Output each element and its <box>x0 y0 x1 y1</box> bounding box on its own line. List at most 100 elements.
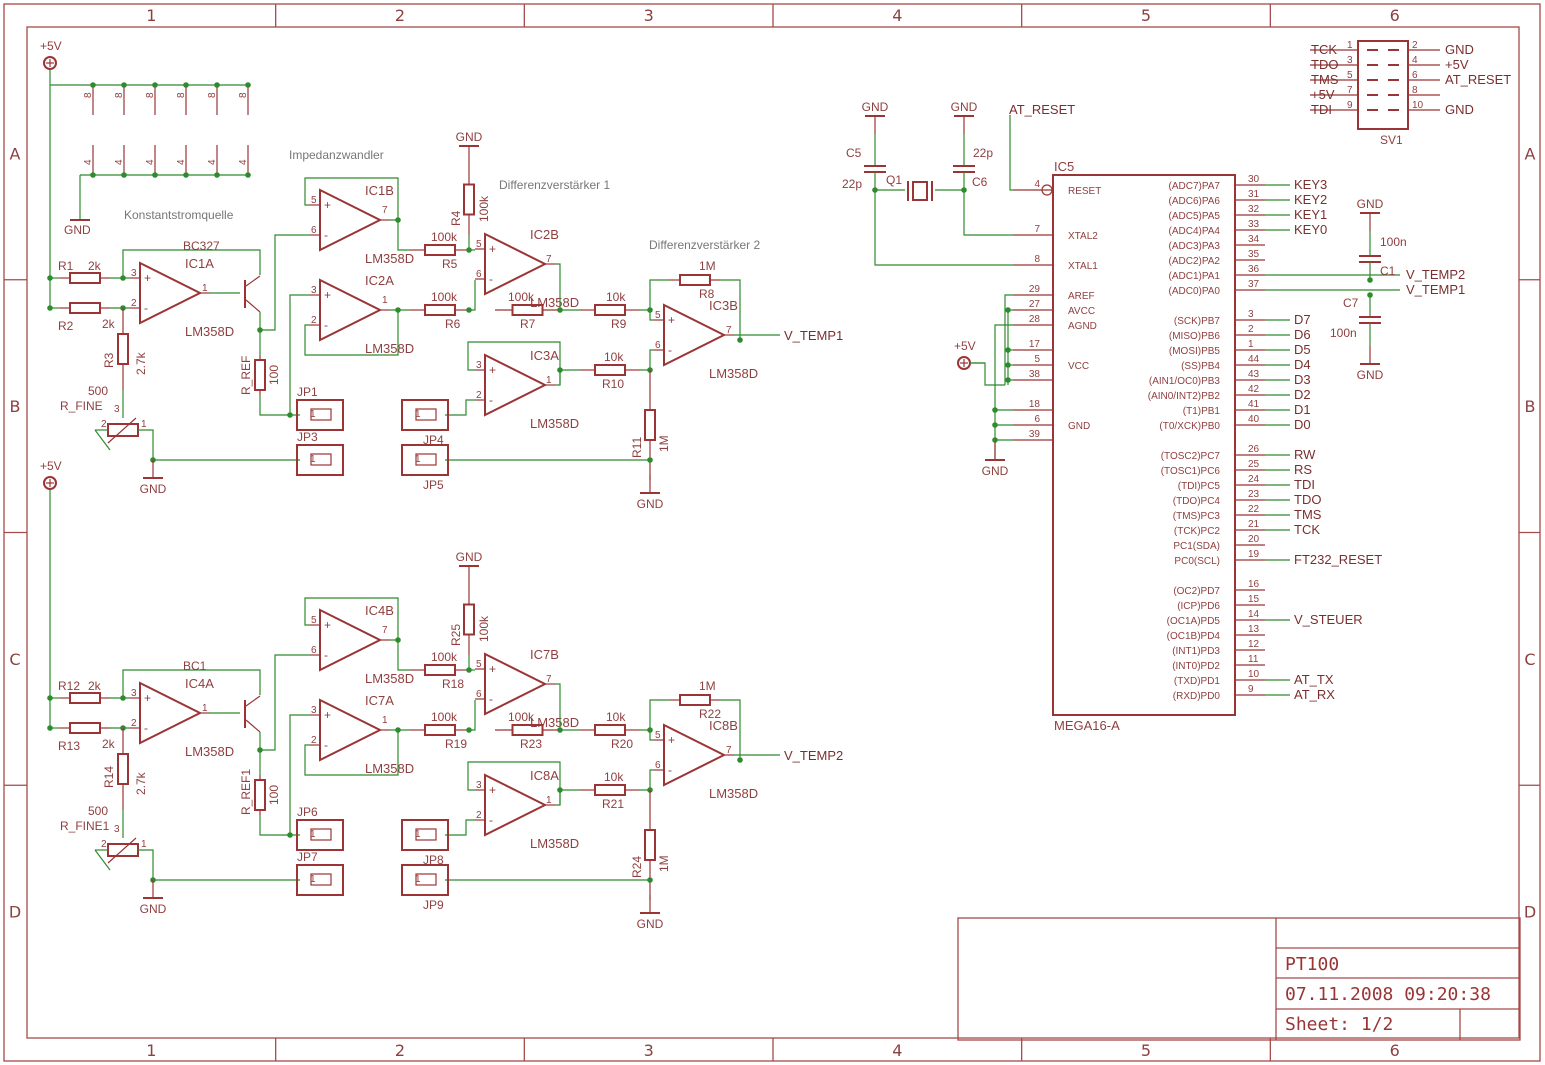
jtag-pin-number: 10 <box>1412 100 1424 111</box>
jtag-net-label: GND <box>1445 102 1474 117</box>
mcu-pin-number: 35 <box>1248 249 1260 260</box>
mcu-pin-label: XTAL1 <box>1068 261 1098 272</box>
IC7A-ref: IC7A <box>365 693 394 708</box>
mcu-pin-number: 37 <box>1248 279 1260 290</box>
pin-number: 2 <box>101 419 107 430</box>
r3-ref: R14 <box>102 766 116 788</box>
r9-ref: R20 <box>611 737 633 751</box>
mcu-pin-label: (ADC5)PA5 <box>1169 211 1221 222</box>
wire <box>445 819 475 836</box>
wire <box>649 310 654 321</box>
r9-body <box>594 304 626 316</box>
r11-ref: R24 <box>630 856 644 878</box>
IC2B-opamp-body <box>484 232 548 296</box>
junction-dot <box>992 437 998 443</box>
zone-column-label: 4 <box>892 6 902 25</box>
zone-column-label: 4 <box>892 1041 902 1060</box>
mcu-pin-number: 10 <box>1248 669 1260 680</box>
IC8B-type: LM358D <box>709 786 758 801</box>
mcu-pin-number: 24 <box>1248 474 1260 485</box>
IC1A-type: LM358D <box>185 324 234 339</box>
pin-number: 7 <box>546 254 552 265</box>
jumper-c-pin-number: 1 <box>415 829 421 840</box>
IC7B-opamp-body <box>484 652 548 716</box>
supply-pin-number: 8 <box>145 92 156 98</box>
r2-body <box>69 722 101 734</box>
wire <box>640 349 654 371</box>
zone-row-label: C <box>1524 650 1535 669</box>
mcu-pin-label: VCC <box>1068 361 1089 372</box>
mcu-pin-number: 36 <box>1248 264 1260 275</box>
pin-number: 7 <box>382 205 388 216</box>
wire <box>467 341 561 385</box>
zone-column-label: 2 <box>395 6 405 25</box>
r10-ref: R21 <box>602 797 624 811</box>
mcu-pin-number: 6 <box>1034 414 1040 425</box>
mcu-net-label: D0 <box>1294 417 1311 432</box>
r7-body <box>511 304 544 316</box>
mcu-pin-number: 28 <box>1029 314 1041 325</box>
IC2A-input-sign: - <box>324 318 328 332</box>
pot-arrow <box>94 429 111 451</box>
IC7B-input-sign: - <box>489 692 493 706</box>
IC8A-type: LM358D <box>530 836 579 851</box>
pin-number: 1 <box>546 795 552 806</box>
mcu-pin-number: 43 <box>1248 369 1260 380</box>
wire <box>138 849 154 880</box>
jtag-pin-number: 1 <box>1347 40 1353 51</box>
ground-label: GND <box>951 100 978 114</box>
pot-value: 500 <box>88 804 108 818</box>
junction-dot <box>992 422 998 428</box>
wire <box>994 324 1013 460</box>
IC8A-opamp-body <box>484 773 548 837</box>
IC4A-ref: IC4A <box>185 676 214 691</box>
r1-body <box>69 692 101 704</box>
jumper-a-ref: JP6 <box>297 805 318 819</box>
pin-number: 2 <box>311 315 317 326</box>
jtag-net-label: AT_RESET <box>1445 72 1511 87</box>
mcu-net-label: V_TEMP1 <box>1406 282 1465 297</box>
comment-diff-amp-1: Differenzverstärker 1 <box>499 178 610 192</box>
mcu-pin-number: 19 <box>1248 549 1260 560</box>
output-net-label: V_TEMP1 <box>784 328 843 343</box>
mcu-pin-label: (AIN1/OC0)PB3 <box>1149 376 1221 387</box>
mcu-pin-number: 34 <box>1248 234 1260 245</box>
mcu-pin-label: (RXD)PD0 <box>1173 691 1221 702</box>
wire <box>640 769 654 791</box>
IC4B-type: LM358D <box>365 671 414 686</box>
mcu-pin-number: 1 <box>1248 339 1254 350</box>
zone-column-label: 6 <box>1390 1041 1400 1060</box>
jumper-d-pad <box>415 873 437 886</box>
wire <box>469 700 476 731</box>
mcu-pin-label: AREF <box>1068 291 1095 302</box>
IC7B-ref: IC7B <box>530 647 559 662</box>
jumper-a-pad <box>310 408 332 421</box>
IC8A-ref: IC8A <box>530 768 559 783</box>
r6-value: 100k <box>431 710 458 724</box>
wire <box>555 683 561 730</box>
jumper-a-pad <box>310 828 332 841</box>
junction-dot <box>647 457 653 463</box>
r1-ref: R12 <box>58 679 80 693</box>
mcu-net-label: D2 <box>1294 387 1311 402</box>
r5-value: 100k <box>431 230 458 244</box>
mcu-pin-number: 30 <box>1248 174 1260 185</box>
ground-label: GND <box>456 550 483 564</box>
jumper-d-pin-number: 1 <box>415 874 421 885</box>
zone-row-label: B <box>1525 397 1536 416</box>
mcu-net-label: AT_RX <box>1294 687 1335 702</box>
c1-value: 100n <box>1380 235 1407 249</box>
jtag-pin-number: 8 <box>1412 85 1418 96</box>
supply-pin-number: 4 <box>83 159 94 165</box>
mcu-pin-label: (T0/XCK)PB0 <box>1159 421 1220 432</box>
c7-ref: C7 <box>1343 296 1359 310</box>
IC8B-input-sign: - <box>668 763 672 777</box>
wire <box>259 815 300 836</box>
mcu-net-label: V_STEUER <box>1294 612 1363 627</box>
jumper-b-ref: JP3 <box>297 430 318 444</box>
wire <box>289 294 310 415</box>
rref-body <box>254 359 266 391</box>
IC3B-type: LM358D <box>709 366 758 381</box>
